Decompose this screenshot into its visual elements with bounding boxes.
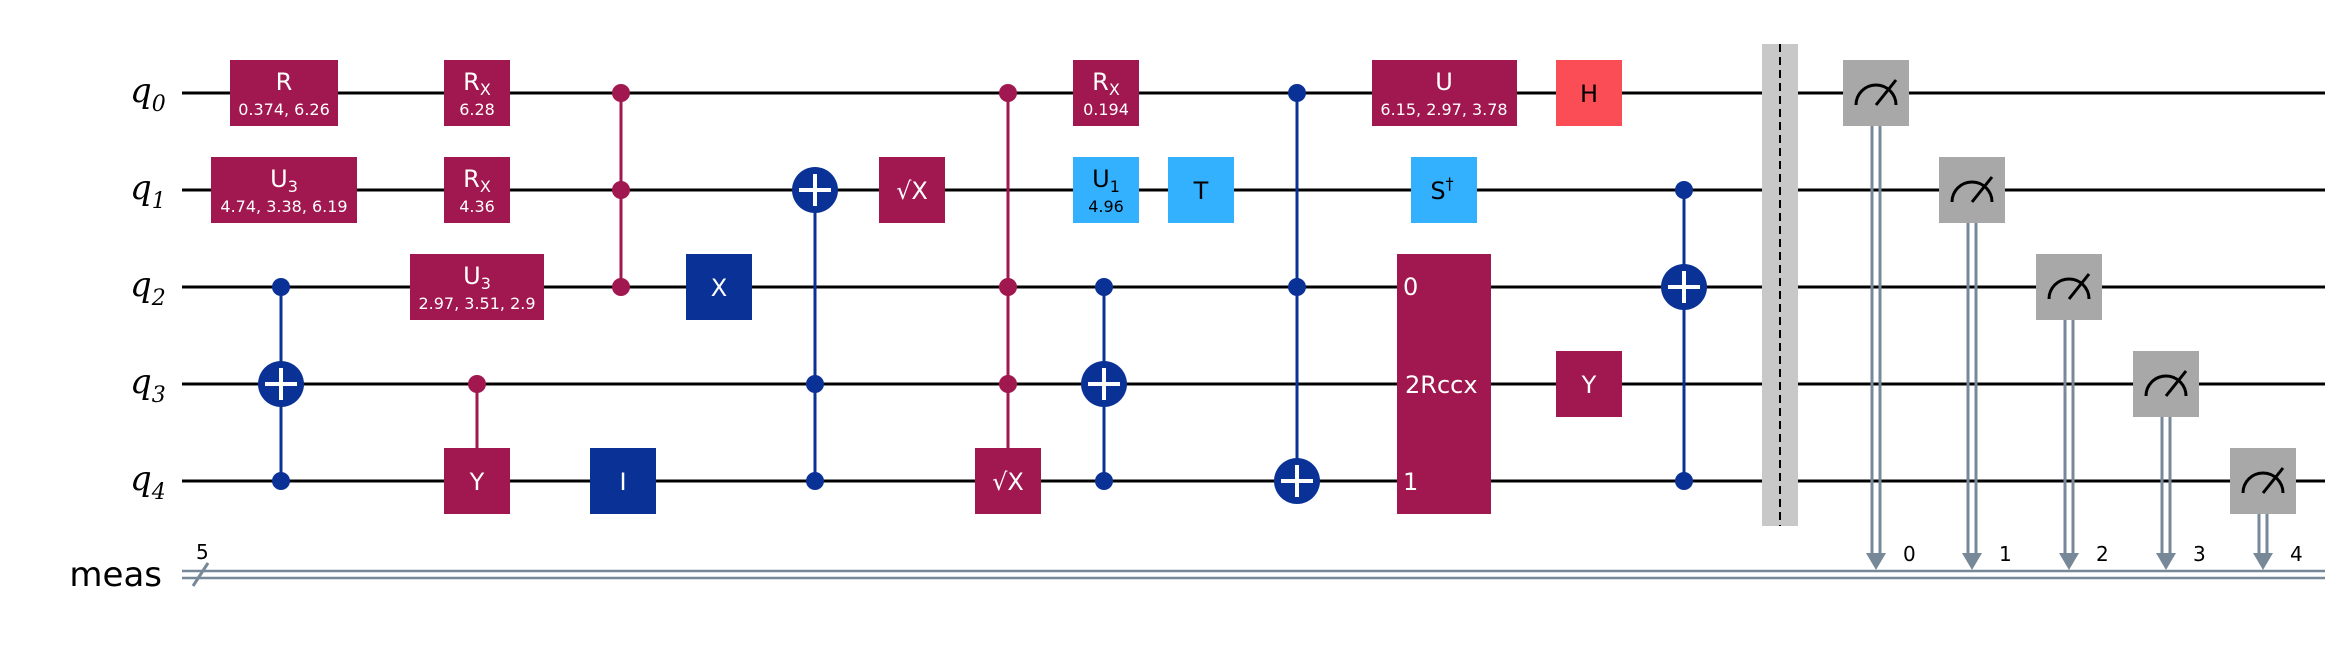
- gate-label: Y: [1581, 371, 1597, 399]
- gate-label: R: [276, 68, 293, 96]
- measure-q4: 4: [2230, 448, 2303, 570]
- gate-label: X: [711, 274, 727, 302]
- control-dot: [468, 375, 486, 393]
- gate-params: 4.74, 3.38, 6.19: [220, 197, 347, 216]
- control-dot: [999, 84, 1017, 102]
- measure-bit-label: 0: [1903, 542, 1916, 566]
- gate-h-q0: H: [1556, 60, 1622, 126]
- gate-x-q2: X: [686, 254, 752, 320]
- qubit-label-q4: q4: [130, 459, 166, 505]
- gate-u3-q1: U3 4.74, 3.38, 6.19: [211, 157, 357, 223]
- gate-id-q4: I: [590, 448, 656, 514]
- qubit-label-q2: q2: [130, 265, 166, 311]
- gate-params: 4.36: [459, 197, 495, 216]
- creg-bundle-slash: [191, 562, 210, 587]
- gate-u1-q1: U1 4.96: [1073, 157, 1139, 223]
- gate-port-1: 1: [1403, 468, 1418, 496]
- control-dot: [1288, 84, 1306, 102]
- qubit-labels: q0 q1 q2 q3 q4 meas: [69, 71, 165, 595]
- gate-params: 0.194: [1083, 100, 1129, 119]
- measurements: 0 1 2: [1843, 60, 2303, 570]
- gate-cy-target: Y: [444, 448, 510, 514]
- gate-label: I: [619, 468, 626, 496]
- cnot-targets: [258, 167, 1707, 504]
- gate-label: U: [1435, 68, 1453, 96]
- gate-u-q0: U 6.15, 2.97, 3.78: [1372, 60, 1517, 126]
- measure-q1: 1: [1939, 157, 2012, 570]
- gate-label: RX: [463, 68, 491, 99]
- control-dot: [1675, 472, 1693, 490]
- measure-q2: 2: [2036, 254, 2109, 570]
- control-dot: [1095, 472, 1113, 490]
- control-dot: [612, 278, 630, 296]
- creg-size-label: 5: [196, 540, 209, 564]
- control-dot: [806, 472, 824, 490]
- gate-params: 4.96: [1088, 197, 1124, 216]
- gate-params: 2.97, 3.51, 2.9: [418, 294, 535, 313]
- gate-u3-q2: U3 2.97, 3.51, 2.9: [410, 254, 544, 320]
- barrier: [1762, 44, 1798, 526]
- gate-rx-q0-a: RX 6.28: [444, 60, 510, 126]
- gate-label: √X: [896, 177, 928, 205]
- gate-params: 6.15, 2.97, 3.78: [1380, 100, 1507, 119]
- gate-rx-q1: RX 4.36: [444, 157, 510, 223]
- gate-sdg-q1: S†: [1411, 157, 1477, 223]
- meter-icon: [2047, 273, 2091, 300]
- measure-bit-label: 2: [2096, 542, 2109, 566]
- cnot-target-icon: [1081, 361, 1127, 407]
- gate-label: U1: [1092, 165, 1120, 196]
- gate-rccx: 0 2Rccx 1: [1397, 254, 1491, 514]
- control-dot: [999, 375, 1017, 393]
- qubit-label-q0: q0: [130, 71, 166, 117]
- gate-r-q0: R 0.374, 6.26: [230, 60, 338, 126]
- classical-register-label: meas: [69, 555, 162, 595]
- measure-q0: 0: [1843, 60, 1916, 570]
- gate-label: S†: [1430, 174, 1453, 205]
- control-dot: [272, 472, 290, 490]
- cnot-target-icon: [792, 167, 838, 213]
- cnot-target-icon: [1661, 264, 1707, 310]
- gate-port-0: 0: [1403, 273, 1418, 301]
- qubit-label-q1: q1: [130, 168, 166, 214]
- cnot-target-icon: [1274, 458, 1320, 504]
- control-dot: [806, 375, 824, 393]
- meter-icon: [1854, 79, 1898, 106]
- measure-bit-label: 1: [1999, 542, 2012, 566]
- control-dot: [612, 181, 630, 199]
- gate-label: H: [1580, 80, 1598, 108]
- control-dot: [1095, 278, 1113, 296]
- gate-csx-target: √X: [975, 448, 1041, 514]
- measure-bit-label: 3: [2193, 542, 2206, 566]
- control-dot: [1288, 278, 1306, 296]
- gate-label: U3: [270, 165, 298, 196]
- gate-label: √X: [992, 468, 1024, 496]
- gate-label: RX: [1092, 68, 1120, 99]
- meter-icon: [2241, 467, 2285, 494]
- gate-params: 6.28: [459, 100, 495, 119]
- control-dot: [999, 278, 1017, 296]
- meter-icon: [2144, 370, 2188, 397]
- measure-bit-label: 4: [2290, 542, 2303, 566]
- gate-label: T: [1193, 177, 1209, 205]
- gate-label: U3: [463, 262, 491, 293]
- qubit-label-q3: q3: [130, 362, 166, 408]
- control-dot: [272, 278, 290, 296]
- gate-sx-q1: √X: [879, 157, 945, 223]
- gate-label: Y: [469, 468, 485, 496]
- classical-register-wire: 5: [182, 540, 2325, 587]
- gate-rx-q0-b: RX 0.194: [1073, 60, 1139, 126]
- control-dot: [1675, 181, 1693, 199]
- gate-label: RX: [463, 165, 491, 196]
- measure-q3: 3: [2133, 351, 2206, 570]
- control-dot: [612, 84, 630, 102]
- meter-icon: [1950, 176, 1994, 203]
- gate-params: 0.374, 6.26: [238, 100, 330, 119]
- gate-label: 2Rccx: [1405, 371, 1478, 399]
- gate-y-q3: Y: [1556, 351, 1622, 417]
- gates: R 0.374, 6.26 U3 4.74, 3.38, 6.19 RX 6.2…: [211, 60, 1622, 514]
- control-dots: [272, 84, 1693, 490]
- gate-t-q1: T: [1168, 157, 1234, 223]
- cnot-target-icon: [258, 361, 304, 407]
